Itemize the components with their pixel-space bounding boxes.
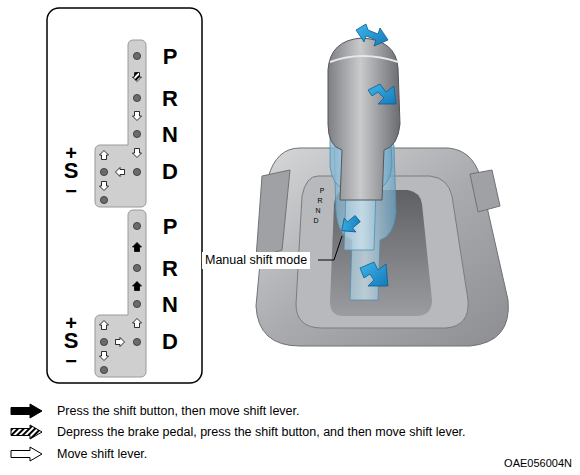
console-letter: R — [317, 197, 322, 204]
gate-dots — [100, 52, 140, 203]
lever-motion — [328, 38, 400, 300]
legend-row: Depress the brake pedal, press the shift… — [0, 422, 580, 442]
legend-text: Press the shift button, then move shift … — [57, 404, 300, 418]
gear-letter: N — [162, 124, 178, 146]
pattern-panel — [47, 8, 202, 383]
gate-dots — [100, 222, 140, 373]
legend-text: Move shift lever. — [57, 447, 147, 461]
legend-arrow — [10, 446, 44, 462]
motion-arrows — [337, 24, 396, 286]
gear-sign: − — [65, 181, 77, 201]
legend-text: Depress the brake pedal, press the shift… — [57, 425, 466, 439]
gear-letter: N — [162, 294, 178, 316]
gate-strip — [95, 210, 146, 377]
gate-arrows — [100, 243, 142, 361]
gate-strip — [95, 40, 146, 207]
gear-sign: S — [64, 160, 79, 182]
gear-letter: P — [163, 216, 178, 238]
leader-line — [318, 236, 342, 260]
gear-letter: D — [162, 331, 178, 353]
legend-arrow — [10, 424, 44, 440]
gear-letter: P — [163, 46, 178, 68]
callout-label: Manual shift mode — [202, 252, 310, 269]
legend-row: Press the shift button, then move shift … — [0, 401, 580, 421]
gear-letter: D — [162, 161, 178, 183]
gear-letter: R — [162, 258, 178, 280]
figure-code: OAE056004N — [504, 458, 572, 469]
console-letter: D — [313, 217, 318, 224]
arrow-sample — [11, 404, 42, 418]
gear-letter: R — [162, 88, 178, 110]
gear-sign: − — [65, 351, 77, 371]
console-letter: P — [320, 187, 325, 194]
gear-sign: S — [64, 330, 79, 352]
console-letter: N — [315, 207, 320, 214]
arrow-sample — [11, 447, 42, 461]
gate-arrows — [100, 73, 142, 191]
legend-arrow — [10, 403, 44, 419]
legend-row: Move shift lever. — [0, 444, 580, 464]
arrow-sample — [11, 425, 42, 439]
